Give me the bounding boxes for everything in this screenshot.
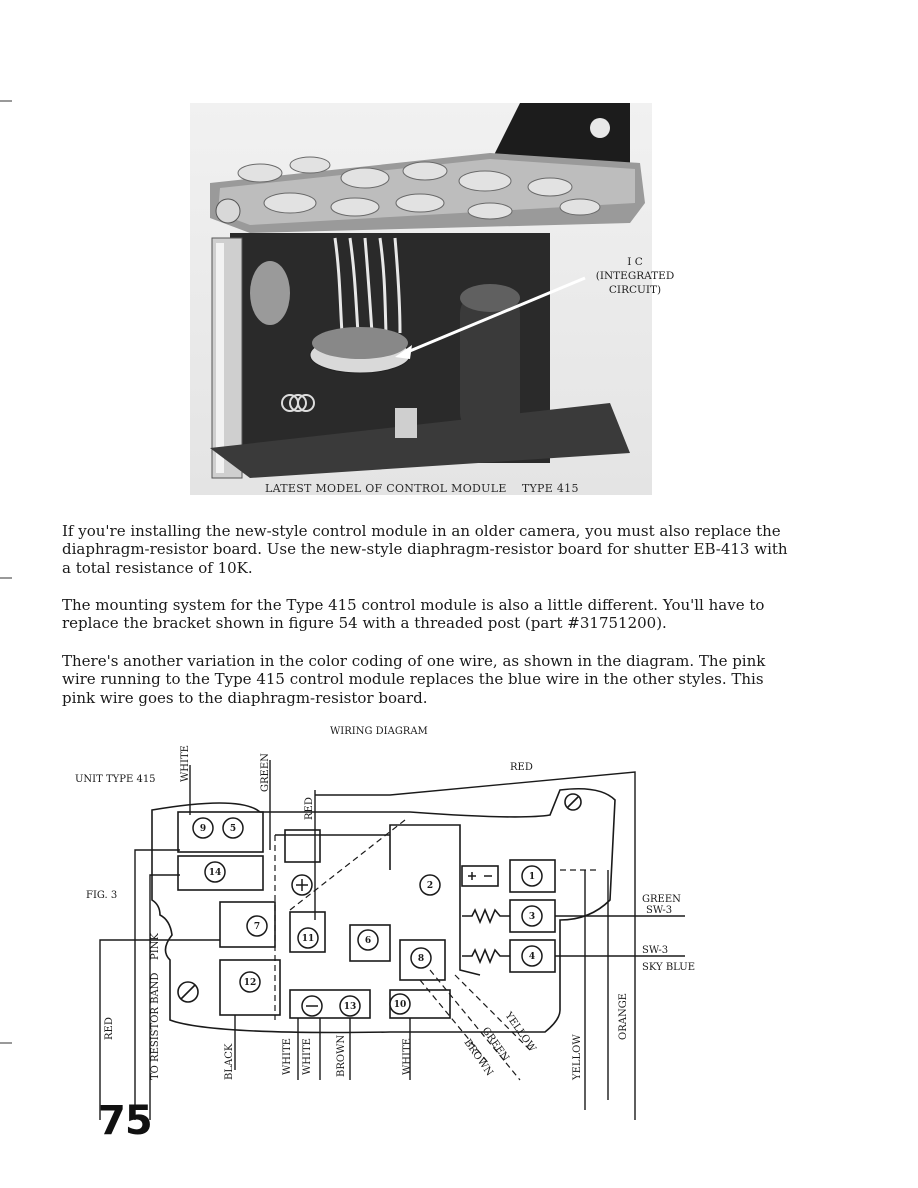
sw3-upper-label: SW-3 (646, 905, 672, 916)
control-module-illustration (210, 103, 645, 479)
figure-label: FIG. 3 (86, 890, 117, 901)
terminal-label: 11 (302, 934, 315, 944)
yellow-wire-bottom-label: YELLOW (572, 1034, 583, 1081)
terminal-block-top-center (284, 829, 321, 863)
green-wire-top-label: GREEN (260, 753, 271, 792)
terminal-block-8 (399, 939, 446, 981)
scan-margin-mark (0, 1042, 12, 1044)
terminal-label: 12 (244, 978, 257, 988)
terminal-label: 14 (209, 868, 222, 878)
terminal-block-12 (219, 959, 281, 1016)
paragraph-color-coding-note: There's another variation in the color c… (62, 652, 766, 707)
scan-margin-mark (0, 100, 12, 102)
photo-caption: LATEST MODEL OF CONTROL MODULE TYPE 415 (265, 482, 579, 495)
terminal-block-9-5 (177, 811, 264, 853)
terminal-label: 1 (529, 872, 535, 882)
terminal-label: 2 (427, 881, 433, 891)
screw-right (564, 793, 582, 811)
red-wire-top-label: RED (304, 797, 315, 820)
white-wire-bottom-label: WHITE (402, 1038, 413, 1075)
terminal-block-11 (289, 911, 326, 953)
paragraph-mounting-note: The mounting system for the Type 415 con… (62, 596, 765, 633)
black-wire-label: BLACK (224, 1043, 235, 1080)
terminal-label: 9 (200, 824, 206, 834)
module-outline (151, 787, 616, 1034)
white-wire-bottom-label: WHITE (282, 1038, 293, 1075)
red-top-wire-label: RED (510, 762, 533, 773)
green-wire-label: GREEN (642, 894, 681, 905)
ic-label-line: CIRCUIT) (608, 284, 662, 296)
orange-wire-label: ORANGE (618, 993, 629, 1040)
ic-callout-label: I C (INTEGRATED CIRCUIT) (585, 255, 685, 297)
brown-wire-bottom-label: BROWN (336, 1035, 347, 1077)
sw3-lower-label: SW-3 (642, 945, 668, 956)
ic-label-line: (INTEGRATED (595, 270, 675, 282)
wiring-diagram-svg: 9 5 14 7 11 6 12 13 10 8 2 1 3 4 (75, 726, 695, 1120)
terminal-label: 5 (230, 824, 236, 834)
terminal-block-1 (509, 859, 556, 893)
terminal-label: 3 (529, 912, 535, 922)
resistor-band-label: TO RESISTOR BAND (150, 973, 161, 1080)
pink-wire-label: PINK (150, 933, 161, 960)
terminal-label: 8 (418, 954, 424, 964)
control-module-photo (190, 103, 652, 495)
ic-label-line: I C (627, 256, 643, 268)
paragraph-install-note: If you're installing the new-style contr… (62, 522, 788, 577)
diode-box (461, 865, 499, 887)
terminal-label: 13 (344, 1002, 357, 1012)
terminal-block-13 (289, 989, 371, 1019)
scan-margin-mark (0, 577, 12, 579)
sky-blue-wire-label: SKY BLUE (642, 962, 695, 973)
terminal-block-7 (219, 901, 276, 948)
terminal-label: 7 (254, 922, 260, 932)
terminal-label: 4 (529, 952, 535, 962)
resistor-sw3 (462, 907, 510, 925)
diagram-title: WIRING DIAGRAM (330, 726, 428, 737)
internal-trace (389, 824, 481, 976)
white-wire-label: WHITE (180, 745, 191, 782)
red-wire-left-label: RED (104, 1017, 115, 1040)
terminal-block-6 (349, 924, 391, 962)
terminal-label: 6 (365, 936, 371, 946)
unit-type-label: UNIT TYPE 415 (75, 774, 156, 785)
white-wire-bottom-label: WHITE (302, 1038, 313, 1075)
wiring-diagram: 9 5 14 7 11 6 12 13 10 8 2 1 3 4 (60, 720, 740, 1120)
page-number: 75 (98, 1098, 153, 1144)
screw-left (177, 981, 199, 1003)
terminal-block-14 (177, 855, 264, 891)
terminal-label: 10 (394, 1000, 407, 1010)
resistor-sky-blue (462, 947, 510, 965)
